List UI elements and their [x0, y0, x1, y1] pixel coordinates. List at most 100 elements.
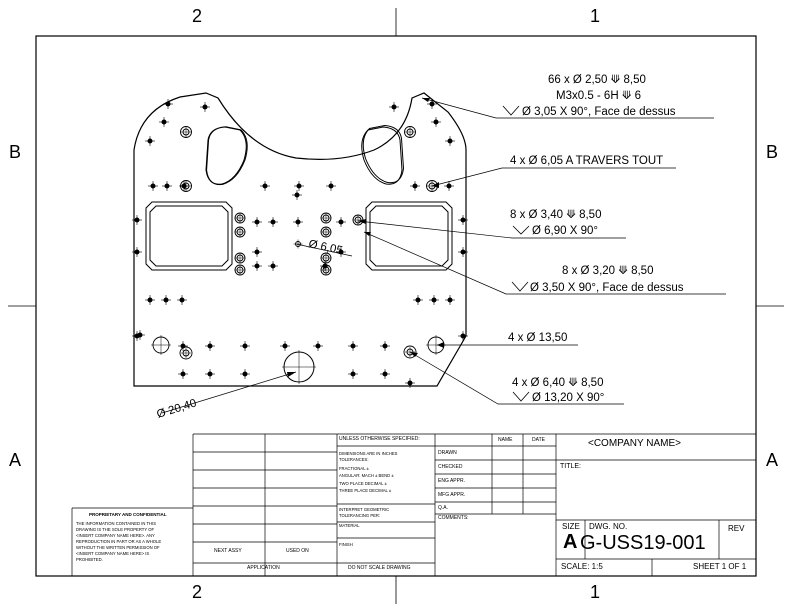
- tapped-hole: [252, 247, 262, 257]
- dim-inches-label: DIMENSIONS ARE IN INCHES: [339, 451, 398, 456]
- tapped-hole: [429, 295, 439, 305]
- zone-labels: 2 1 2 1 B A B A: [9, 6, 778, 602]
- tapped-hole: [458, 247, 468, 257]
- tapped-hole: [405, 378, 415, 388]
- tolerances-label: TOLERANCES:: [339, 457, 369, 462]
- tapped-hole: [178, 341, 188, 351]
- leader-lines: [161, 97, 726, 414]
- tapped-hole: [252, 261, 262, 271]
- tapped-hole: [380, 369, 390, 379]
- plate-outline: [133, 92, 467, 387]
- tapped-hole: [132, 215, 142, 225]
- tapped-hole: [145, 136, 155, 146]
- tapped-hole: [280, 341, 290, 351]
- angular-label: ANGULAR: MACH ± BEND ±: [339, 473, 394, 478]
- tapped-hole: [178, 369, 188, 379]
- through-hole: [180, 126, 192, 138]
- countersunk-hole: [320, 212, 332, 224]
- scale-label: SCALE: 1:5: [561, 562, 603, 571]
- countersunk-hole: [320, 226, 332, 238]
- dwg-no-label: DWG. NO.: [589, 522, 628, 531]
- zone-right-A: A: [766, 450, 778, 470]
- note-4-holes-605: 4 x Ø 6,05 A TRAVERS TOUT: [510, 155, 663, 167]
- note-4-holes-640-2: Ø 13,20 X 90°: [532, 392, 604, 404]
- tapped-hole: [268, 261, 278, 271]
- eng-appr-label: ENG APPR.: [438, 478, 465, 484]
- countersunk-hole: [320, 252, 332, 264]
- zone-bottom-1: 1: [590, 582, 600, 602]
- tapped-hole: [445, 295, 455, 305]
- sheet-label: SHEET 1 OF 1: [693, 562, 747, 571]
- proprietary-line-6: <INSERT COMPANY NAME HERE> IS: [76, 551, 150, 556]
- tapped-hole: [348, 369, 358, 379]
- tapped-hole: [348, 341, 358, 351]
- counterbored-hole: [179, 346, 193, 360]
- note-4-holes-640-1: 4 x Ø 6,40 ⟱ 8,50: [512, 377, 603, 389]
- name-header: NAME: [498, 437, 513, 443]
- checked-label: CHECKED: [438, 464, 463, 470]
- dim-center-hole: Ø 6,05: [307, 238, 343, 257]
- countersunk-hole: [234, 264, 246, 276]
- proprietary-line-7: PROHIBITED.: [76, 557, 103, 562]
- tapped-hole: [336, 217, 346, 227]
- note-66-holes-3: Ø 3,05 X 90°, Face de dessus: [522, 106, 676, 118]
- company-name: <COMPANY NAME>: [588, 438, 681, 449]
- two-place-label: TWO PLACE DECIMAL ±: [339, 481, 387, 486]
- title-label: TITLE:: [560, 463, 582, 470]
- countersink-symbols: [502, 105, 530, 402]
- size-label: SIZE: [562, 522, 580, 531]
- tapped-hole: [380, 341, 390, 351]
- note-8-holes-340-1: 8 x Ø 3,40 ⟱ 8,50: [510, 209, 601, 221]
- tapped-hole: [159, 117, 169, 127]
- tapped-hole: [294, 181, 304, 191]
- size-value: A: [563, 531, 578, 553]
- note-8-holes-320-2: Ø 3,50 X 90°, Face de dessus: [530, 282, 684, 294]
- through-hole: [180, 180, 192, 192]
- tapped-hole: [252, 217, 262, 227]
- used-on-label: USED ON: [286, 548, 309, 554]
- drawing-number: G-USS19-001: [580, 532, 706, 554]
- note-4-holes-1350: 4 x Ø 13,50: [508, 332, 567, 344]
- unless-specified-label: UNLESS OTHERWISE SPECIFIED:: [339, 436, 420, 442]
- countersunk-hole: [352, 214, 364, 226]
- through-hole: [404, 126, 416, 138]
- zone-ticks: [8, 8, 784, 604]
- application-label: APPLICATION: [247, 565, 280, 571]
- countersunk-hole: [234, 252, 246, 264]
- plate-holes: [132, 99, 468, 388]
- tapped-hole: [292, 190, 302, 200]
- tapped-hole: [458, 215, 468, 225]
- tapped-hole: [458, 331, 468, 341]
- tapped-hole: [431, 117, 441, 127]
- zone-top-1: 1: [590, 6, 600, 26]
- leader-arrows: [287, 98, 444, 377]
- countersunk-hole: [234, 226, 246, 238]
- tapped-hole: [410, 181, 420, 191]
- tapped-hole: [162, 181, 172, 191]
- tapped-hole: [148, 181, 158, 191]
- three-place-label: THREE PLACE DECIMAL ±: [339, 488, 392, 493]
- material-label: MATERIAL: [339, 523, 360, 528]
- proprietary-line-5: WITHOUT THE WRITTEN PERMISSION OF: [76, 545, 160, 550]
- tapped-hole: [413, 295, 423, 305]
- mfg-appr-label: MFG APPR.: [438, 492, 466, 498]
- tapped-hole: [268, 217, 278, 227]
- tapped-hole: [444, 181, 454, 191]
- finish-label: FINISH: [339, 542, 353, 547]
- rev-label: REV: [728, 524, 745, 533]
- tapped-hole: [132, 247, 142, 257]
- proprietary-line-1: THE INFORMATION CONTAINED IN THIS: [76, 521, 157, 526]
- zone-left-B: B: [9, 142, 21, 162]
- tapped-hole: [135, 330, 145, 340]
- zone-right-B: B: [766, 142, 778, 162]
- tapped-hole: [161, 295, 171, 305]
- tolerancing-label: TOLERANCING PER:: [339, 513, 381, 518]
- proprietary-line-4: REPRODUCTION IN PART OR AS A WHOLE: [76, 539, 162, 544]
- title-block-grid: [71, 433, 756, 576]
- big-hole: [282, 350, 316, 384]
- tapped-hole: [145, 295, 155, 305]
- drawn-label: DRAWN: [438, 450, 457, 456]
- tapped-hole: [336, 247, 346, 257]
- tapped-hole: [389, 102, 399, 112]
